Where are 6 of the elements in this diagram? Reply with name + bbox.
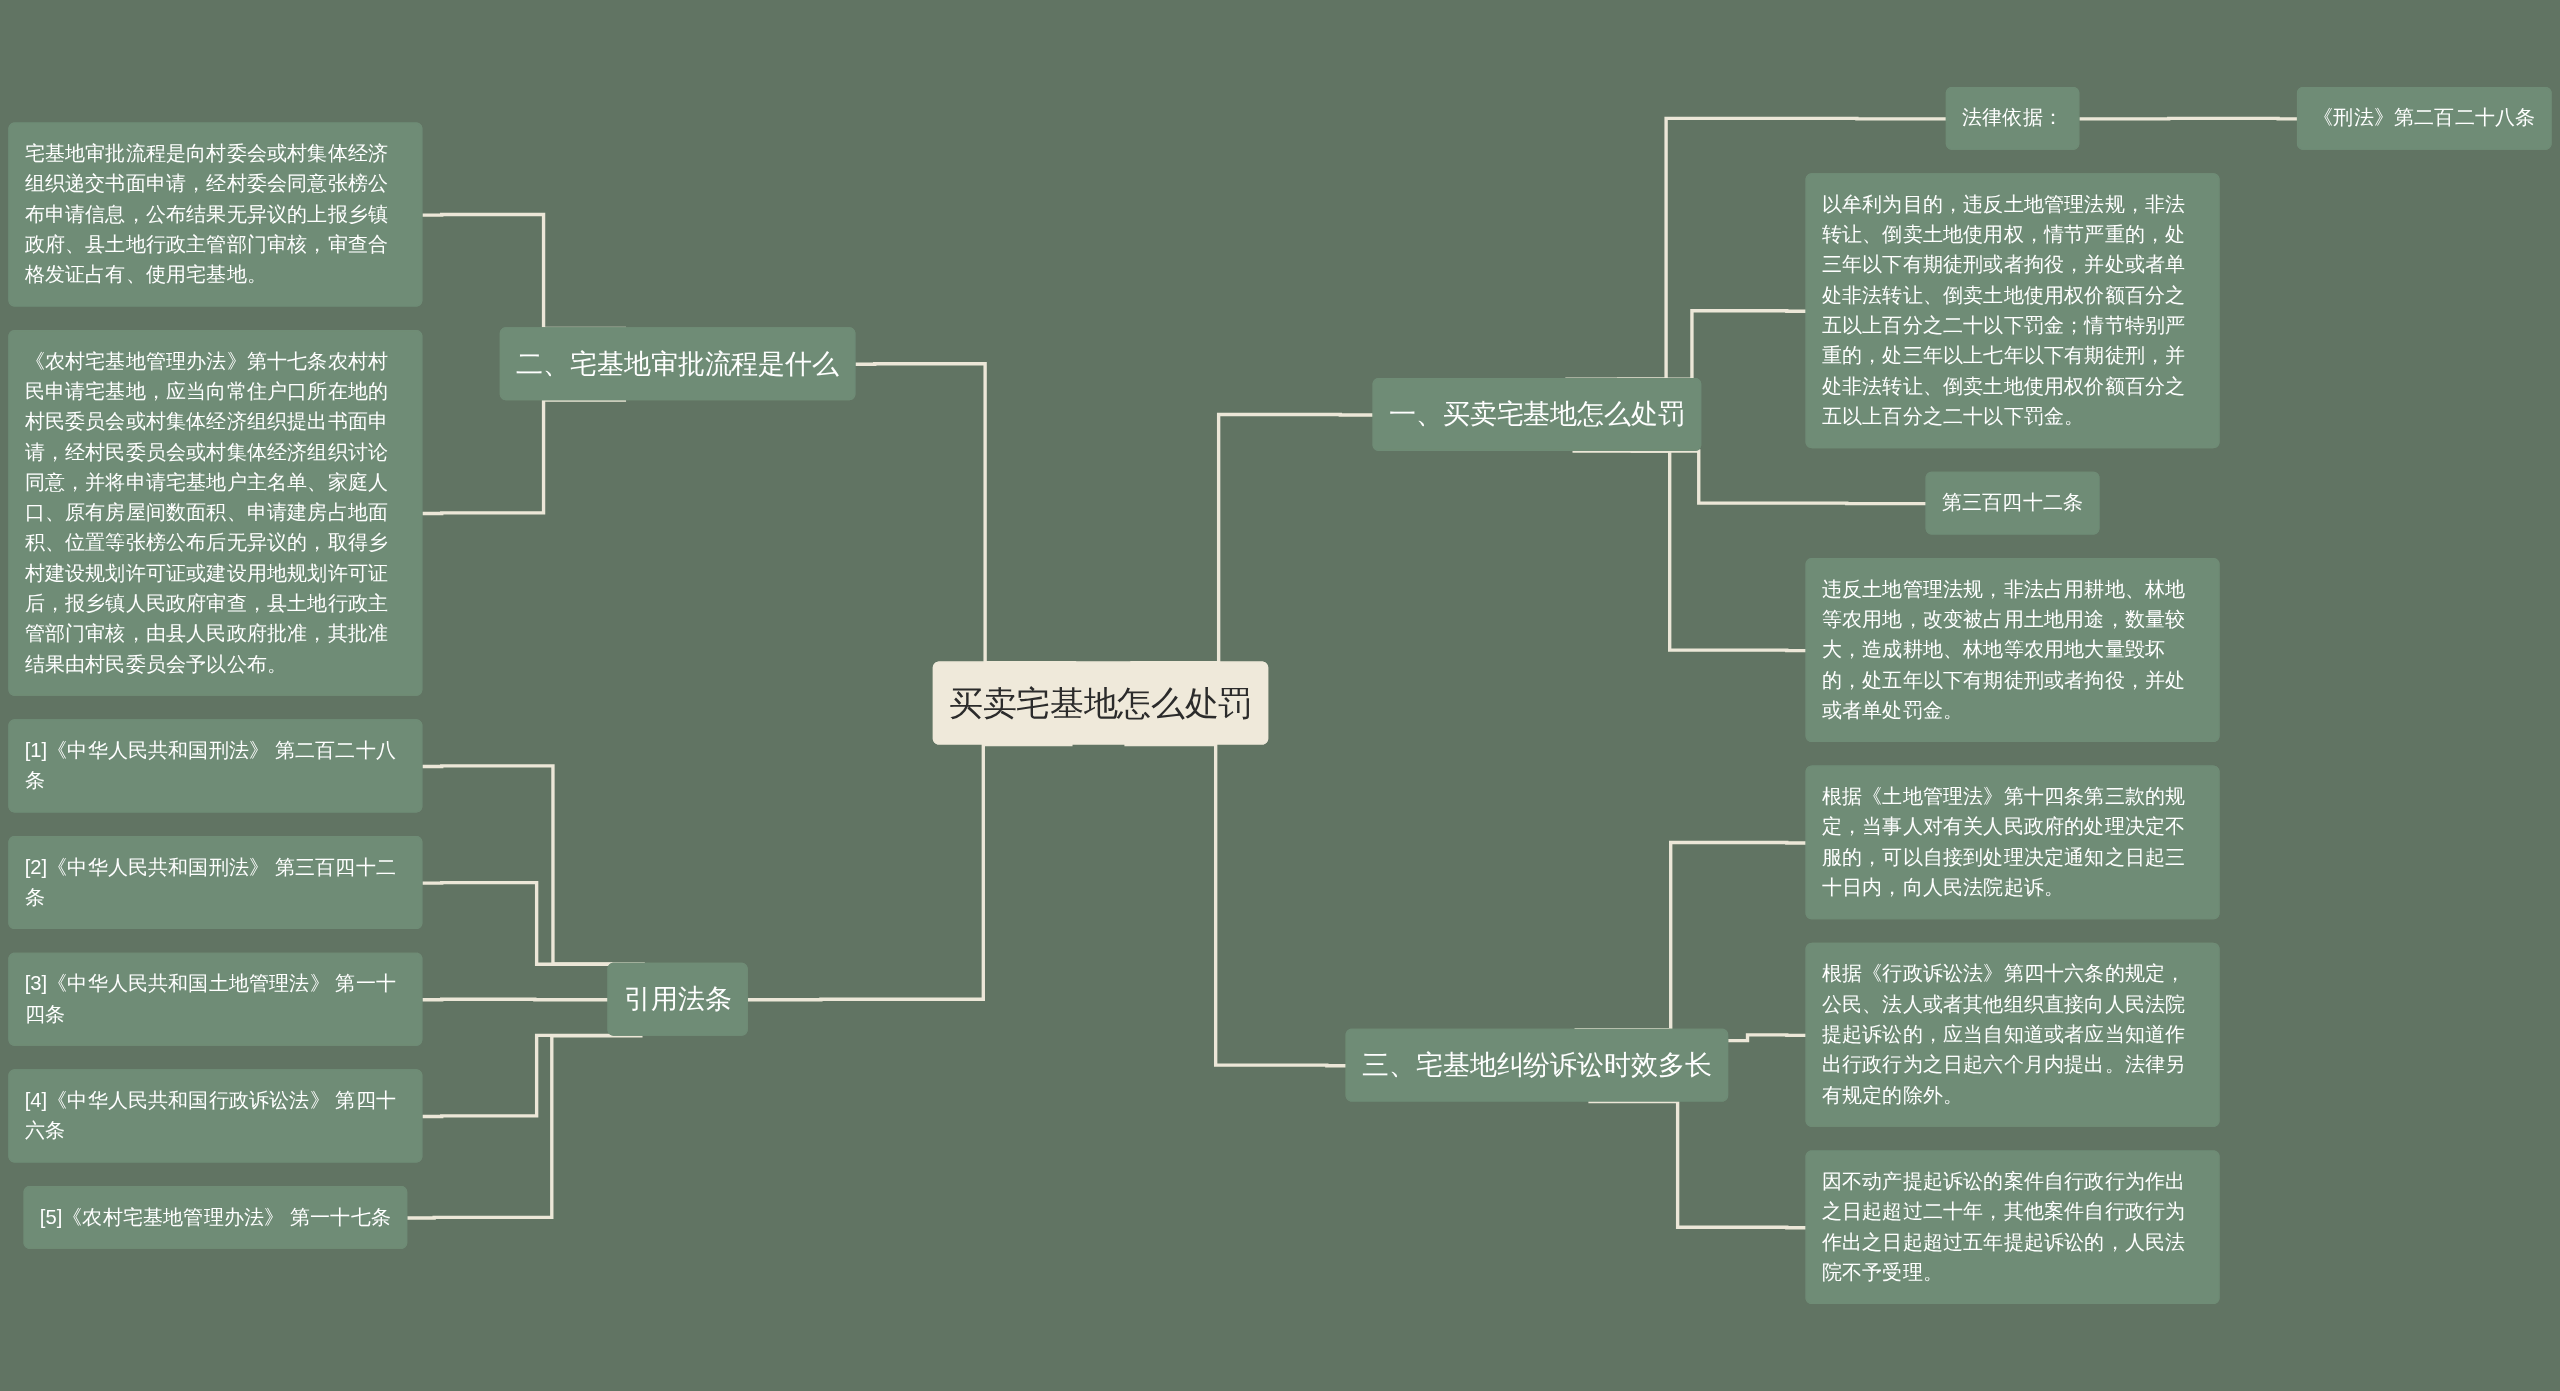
connector (407, 1034, 643, 1220)
connector (422, 997, 609, 1002)
connector (422, 880, 613, 966)
connector (422, 398, 627, 516)
connector (1572, 449, 1807, 653)
connector (1728, 1033, 1807, 1043)
